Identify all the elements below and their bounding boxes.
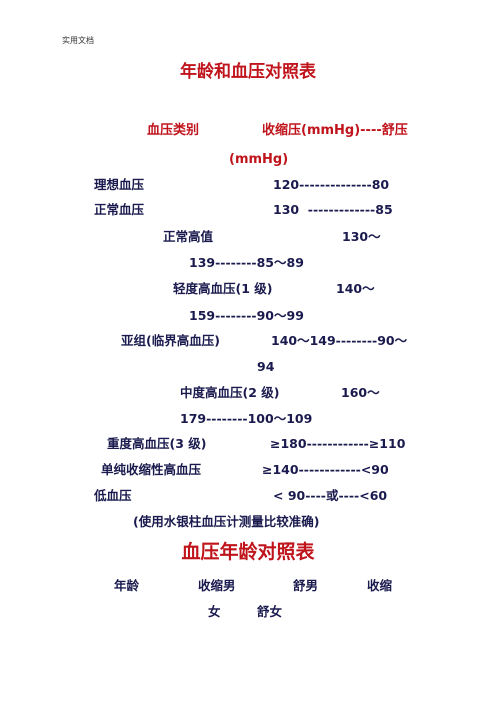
table2-col-systolic-female: 收缩 [367, 578, 393, 593]
row-isolated-systolic-value: ≥140------------<90 [262, 462, 389, 477]
table2-col-diastolic-female: 舒女 [257, 604, 283, 619]
row-grade2-cont: 179--------100～109 [180, 411, 313, 426]
systolic-diastolic-header: 收缩压(mmHg)----舒压 [262, 123, 408, 138]
row-ideal-label: 理想血压 [94, 177, 145, 192]
row-isolated-systolic-label: 单纯收缩性高血压 [101, 462, 202, 477]
row-borderline-label: 亚组(临界高血压) [121, 333, 220, 348]
table2-col-age: 年龄 [114, 578, 140, 593]
table2-col-systolic-female-cont: 女 [208, 604, 221, 619]
row-normal-value: 130 -------------85 [273, 202, 393, 217]
row-ideal-value: 120--------------80 [273, 177, 390, 192]
row-grade1-cont: 159--------90～99 [189, 308, 304, 323]
row-high-normal-cont: 139--------85～89 [189, 255, 304, 270]
title-age-bp-table: 年龄和血压对照表 [180, 62, 316, 82]
row-normal-label: 正常血压 [94, 202, 145, 217]
row-borderline-cont: 94 [257, 359, 275, 374]
row-grade2-value: 160～ [341, 385, 380, 400]
row-high-normal-label: 正常高值 [163, 229, 214, 244]
row-high-normal-value: 130～ [342, 229, 381, 244]
row-grade2-label: 中度高血压(2 级) [180, 385, 280, 400]
row-hypotension-value: < 90----或----<60 [273, 488, 388, 503]
measurement-note: (使用水银柱血压计测量比较准确) [133, 514, 320, 529]
row-hypotension-label: 低血压 [94, 488, 132, 503]
row-grade3-value: ≥180------------≥110 [270, 436, 406, 451]
unit-label: (mmHg) [229, 152, 289, 167]
table2-col-diastolic-male: 舒男 [293, 578, 319, 593]
row-grade1-label: 轻度高血压(1 级) [173, 281, 273, 296]
category-label: 血压类别 [147, 123, 200, 138]
row-borderline-value: 140～149--------90～ [271, 333, 408, 348]
title-bp-age-table: 血压年龄对照表 [181, 541, 315, 563]
table2-col-systolic-male: 收缩男 [198, 578, 236, 593]
page-header-label: 实用文档 [62, 36, 94, 45]
row-grade1-value: 140～ [336, 281, 375, 296]
row-grade3-label: 重度高血压(3 级) [107, 436, 207, 451]
